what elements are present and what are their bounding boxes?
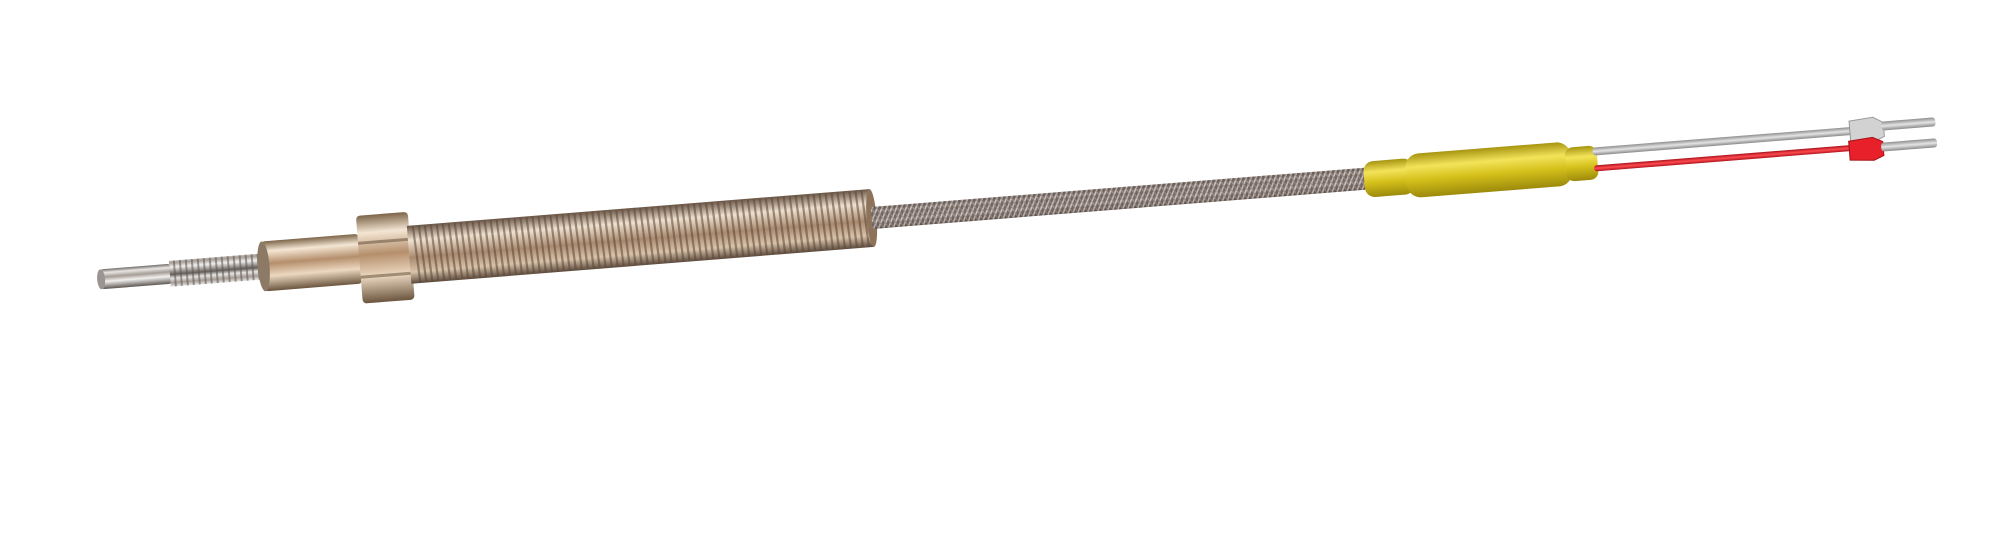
- spring-coil: [716, 201, 727, 258]
- spring-coil: [591, 211, 601, 268]
- spring-coil: [417, 225, 428, 282]
- threaded-stud-icon: [168, 253, 265, 287]
- cylinder-shoulder-icon: [257, 234, 363, 292]
- spring-coil: [740, 200, 751, 256]
- spring-coil: [477, 221, 488, 277]
- spring-coil: [854, 191, 865, 247]
- spring-coil: [501, 219, 512, 276]
- spring-coil: [746, 199, 757, 256]
- spring-coil: [615, 210, 625, 266]
- spring-coil: [585, 212, 595, 269]
- spring-coil: [812, 194, 823, 251]
- spring-coil: [537, 216, 548, 273]
- spring-coil: [639, 208, 649, 265]
- spring-coil: [710, 202, 721, 259]
- spring-coil: [621, 209, 631, 266]
- red-lead-wire-icon: [1593, 145, 1854, 172]
- spring-coil: [836, 192, 847, 249]
- spring-coil: [549, 215, 559, 272]
- spring-coil: [465, 221, 476, 278]
- spring-coil: [806, 194, 817, 251]
- spring-coil: [782, 196, 793, 253]
- spring-coil: [519, 217, 530, 274]
- braided-cable-icon: [870, 167, 1371, 229]
- spring-coil: [800, 195, 811, 252]
- spring-coil: [489, 220, 500, 276]
- spring-coil: [794, 195, 805, 252]
- spring-coil: [483, 220, 494, 277]
- spring-coil: [776, 197, 787, 254]
- grey-ferrule-icon: [1848, 116, 1936, 142]
- spring-coil: [674, 205, 685, 262]
- spring-coil: [429, 224, 440, 281]
- spring-coil: [597, 211, 607, 268]
- spring-coil: [692, 203, 703, 260]
- spring-coil: [657, 206, 667, 263]
- spring-coil: [662, 206, 673, 263]
- spring-coil: [567, 213, 577, 270]
- spring-coil: [441, 223, 452, 280]
- spring-coil: [453, 222, 464, 279]
- spring-coil: [459, 222, 470, 279]
- spring-coil: [525, 217, 536, 274]
- spring-coil: [633, 208, 643, 265]
- spring-coil: [609, 210, 619, 267]
- spring-coil: [561, 214, 571, 271]
- spring-coil: [573, 213, 583, 270]
- red-ferrule-icon: [1848, 136, 1938, 161]
- spring-coil: [668, 205, 679, 262]
- spring-coil: [447, 223, 458, 280]
- spring-coil: [513, 218, 524, 275]
- spring-coil: [818, 193, 829, 250]
- spring-coil: [495, 219, 506, 276]
- spring-coil: [824, 193, 835, 250]
- spring-coil: [471, 221, 482, 278]
- spring-coil: [603, 211, 613, 267]
- spring-coil: [555, 214, 565, 271]
- spring-coil: [686, 204, 697, 261]
- spring-coil: [788, 196, 799, 253]
- spring-coil: [734, 200, 745, 257]
- spring-coil: [752, 199, 763, 256]
- spring-coil: [830, 192, 841, 249]
- spring-coil: [764, 198, 775, 255]
- spring-coil: [627, 209, 637, 266]
- spring-coil: [645, 207, 655, 264]
- spring-coil: [531, 216, 542, 273]
- hex-nut-icon: [356, 212, 415, 304]
- spring-coil: [680, 204, 691, 261]
- spring-coil: [411, 226, 422, 283]
- spring-coil: [543, 215, 553, 272]
- spring-coil: [704, 202, 715, 259]
- grey-lead-wire-icon: [1592, 126, 1856, 156]
- spring-coil: [728, 201, 739, 257]
- spring-coil: [579, 212, 589, 269]
- spring-coil: [435, 224, 446, 281]
- spring-coil: [698, 203, 709, 260]
- spring-coil: [722, 201, 733, 258]
- spring-coil: [651, 207, 661, 264]
- spring-coil: [842, 191, 853, 248]
- spring-guard-icon: [406, 189, 878, 284]
- heat-shrink-sleeve-icon: [1363, 142, 1599, 198]
- spring-coil: [423, 225, 434, 282]
- spring-coil: [860, 190, 870, 247]
- spring-coil: [507, 218, 518, 275]
- spring-coil: [848, 191, 859, 248]
- probe-tip-icon: [97, 264, 173, 290]
- spring-coil: [770, 197, 781, 254]
- spring-coil: [758, 198, 769, 255]
